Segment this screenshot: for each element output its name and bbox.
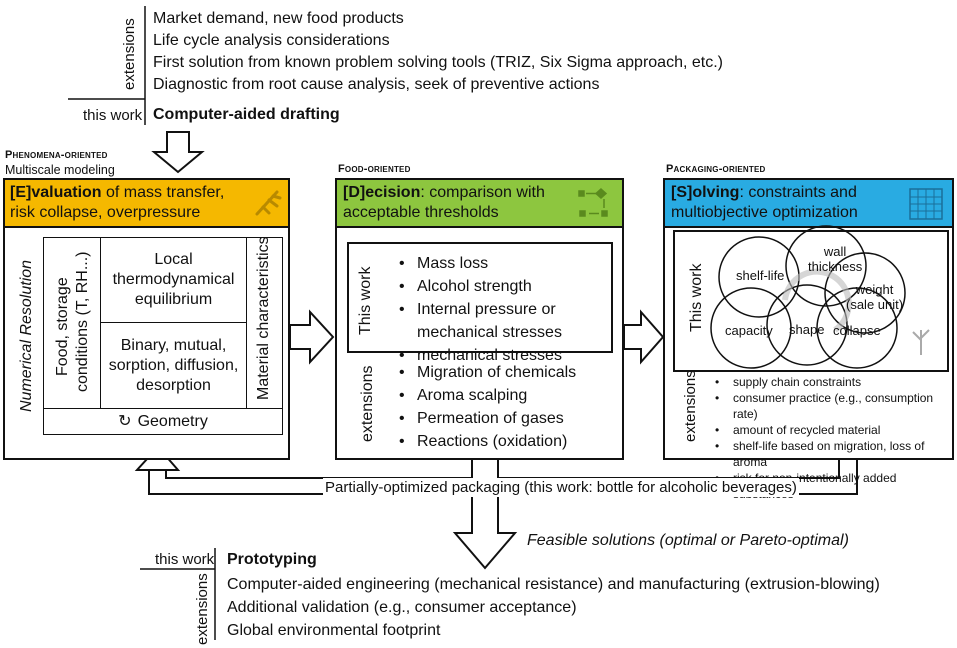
venn-circle-shape: [766, 284, 848, 366]
list-item: Mass loss: [399, 252, 622, 275]
list-item: mechanical stresses: [399, 344, 622, 367]
evaluation-box: [E]valuation of mass transfer, risk coll…: [3, 178, 290, 460]
binary-sorption-cell: Binary, mutual, sorption, diffusion, des…: [100, 322, 247, 409]
local-equilibrium-cell: Local thermodynamical equilibrium: [100, 237, 247, 323]
bottom-extension-3: Global environmental footprint: [227, 622, 441, 639]
right-arrow-2: [623, 309, 665, 365]
flow-icon: [578, 187, 608, 217]
list-item: Aroma scalping: [399, 384, 576, 407]
bottom-this-work-item: Prototyping: [227, 551, 317, 568]
solving-extensions-list: supply chain constraints consumer practi…: [713, 374, 952, 502]
decision-this-work-label: This work: [357, 266, 374, 335]
venn-label-shape: shape: [789, 322, 825, 337]
top-extensions-label: extensions: [121, 18, 138, 90]
venn-label-shelf-life: shelf-life: [736, 268, 785, 283]
top-extension-4: Diagnostic from root cause analysis, see…: [153, 76, 600, 93]
feasible-solutions-label: Feasible solutions (optimal or Pareto-op…: [527, 532, 849, 549]
venn-label-capacity: capacity: [725, 323, 773, 338]
list-item: consumer practice (e.g., consumption rat…: [715, 390, 952, 422]
top-extension-1: Market demand, new food products: [153, 10, 404, 27]
venn-circle-weight: [824, 252, 906, 334]
list-item: Reactions (oxidation): [399, 430, 576, 453]
feedback-label: Partially-optimized packaging (this work…: [323, 478, 799, 497]
optimization-grid-icon: [909, 188, 943, 220]
decision-header: [D]ecision: comparison with acceptable t…: [337, 180, 622, 228]
bottom-extensions-label: extensions: [194, 573, 211, 645]
constraints-venn-diagram: [710, 225, 930, 369]
list-item: Internal pressure or mechanical stresses: [399, 298, 622, 344]
venn-label-collapse: collapse: [833, 323, 881, 338]
venn-circle-capacity: [710, 287, 792, 369]
solving-this-work-frame: [673, 230, 949, 372]
refresh-icon: ↻: [118, 412, 132, 430]
list-item: shelf-life based on migration, loss of a…: [715, 438, 952, 470]
top-this-work-label: this work: [83, 107, 143, 124]
decision-this-work-list: Mass loss Alcohol strength Internal pres…: [395, 252, 622, 367]
top-this-work-item: Computer-aided drafting: [153, 106, 340, 123]
cycle-watermark-icon: [782, 268, 852, 333]
food-label-line1: Food, storage: [54, 277, 71, 376]
material-label: Material characteristics: [255, 236, 272, 400]
decision-title: [D]ecision: comparison with acceptable t…: [343, 184, 545, 221]
evaluation-category: Phenomena-oriented: [5, 149, 108, 161]
decision-category: Food-oriented: [338, 163, 411, 175]
venn-label-weight: weight(sale unit): [846, 282, 904, 312]
top-extension-2: Life cycle analysis considerations: [153, 32, 390, 49]
solving-category: Packaging-oriented: [666, 163, 766, 175]
bottom-extension-1: Computer-aided engineering (mechanical r…: [227, 576, 880, 593]
evaluation-header: [E]valuation of mass transfer, risk coll…: [5, 180, 288, 228]
numerical-resolution-label: Numerical Resolution: [18, 259, 35, 412]
down-arrow-top: [151, 131, 205, 174]
caliper-icon: [255, 190, 282, 216]
tree-icon: [912, 329, 930, 355]
list-item: supply chain constraints: [715, 374, 952, 390]
evaluation-title: [E]valuation of mass transfer, risk coll…: [10, 184, 225, 221]
list-item: Alcohol strength: [399, 275, 622, 298]
right-arrow-1: [289, 309, 335, 365]
decision-extensions-list: Migration of chemicals Aroma scalping Pe…: [395, 361, 576, 453]
solving-extensions-label: extensions: [682, 370, 699, 442]
bottom-extension-2: Additional validation (e.g., consumer ac…: [227, 599, 577, 616]
food-label-line2: conditions (T, RH...): [74, 251, 91, 392]
solving-title: [S]olving: constraints and multiobjectiv…: [671, 184, 858, 221]
top-extension-3: First solution from known problem solvin…: [153, 54, 723, 71]
decision-extensions-label: extensions: [359, 365, 376, 443]
geometry-cell: ↻ Geometry: [43, 408, 283, 435]
bottom-this-work-label: this work: [155, 551, 215, 568]
evaluation-subcategory: Multiscale modeling: [5, 163, 115, 177]
venn-circle-wall-thickness: [785, 225, 867, 307]
list-item: Permeation of gases: [399, 407, 576, 430]
list-item: amount of recycled material: [715, 422, 952, 438]
list-item: Migration of chemicals: [399, 361, 576, 384]
solving-box: [S]olving: constraints and multiobjectiv…: [663, 178, 954, 501]
solving-header: [S]olving: constraints and multiobjectiv…: [665, 180, 952, 228]
decision-box: [D]ecision: comparison with acceptable t…: [335, 178, 624, 460]
venn-circle-collapse: [816, 287, 898, 369]
